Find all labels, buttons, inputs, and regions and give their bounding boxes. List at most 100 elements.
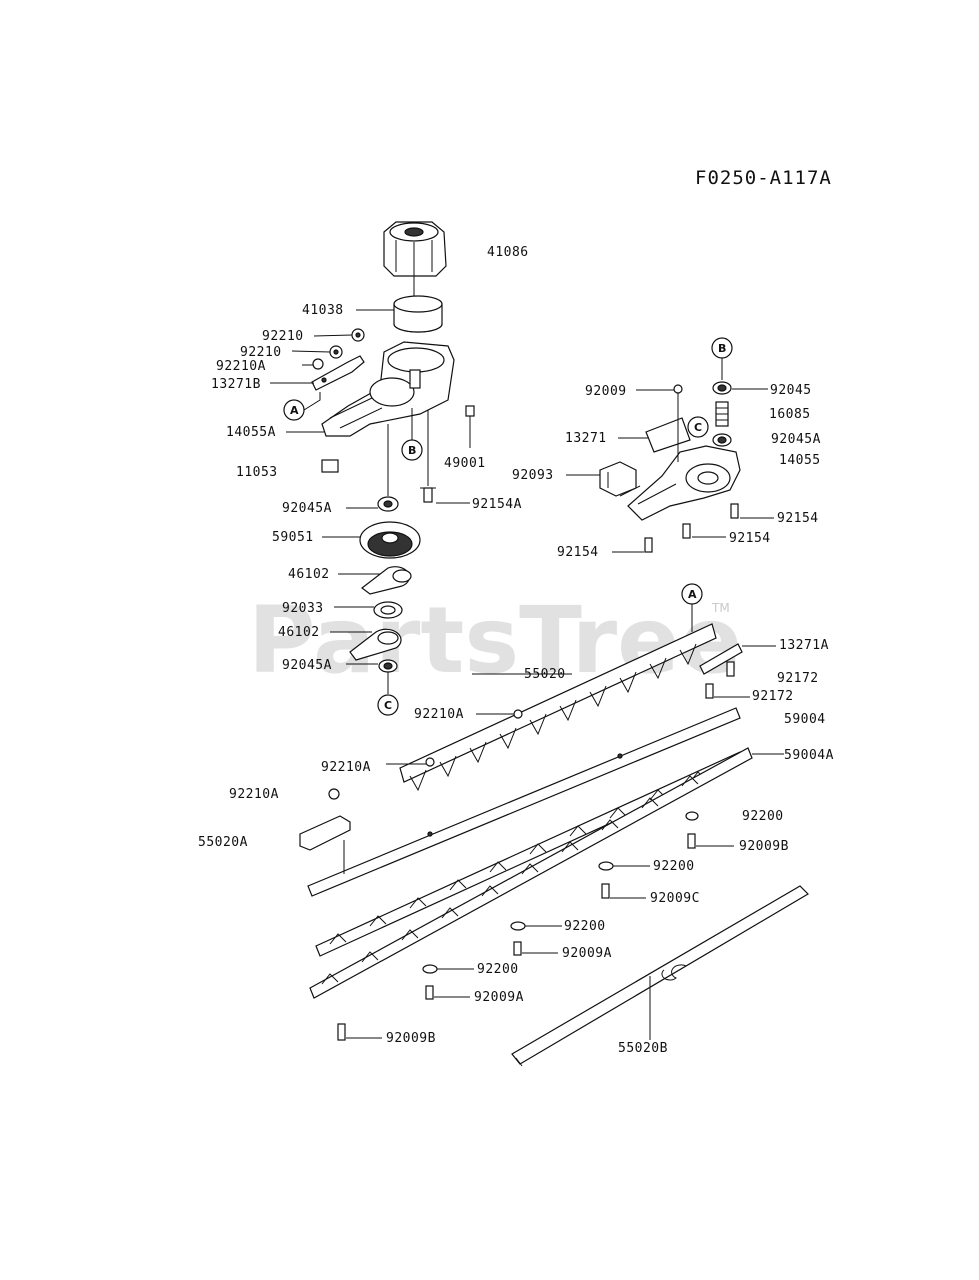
screw-92154-part[interactable]	[730, 503, 739, 519]
svg-text:C: C	[694, 421, 702, 434]
svg-text:A: A	[688, 588, 697, 601]
washer-92200-third-part[interactable]	[510, 921, 526, 931]
screw-92009a-second-part[interactable]	[425, 985, 434, 1000]
label-92045: 92045	[770, 383, 812, 398]
screw-92172-second-part[interactable]	[705, 683, 714, 699]
plate-13271-part[interactable]	[645, 417, 691, 453]
ref-marker-b-right: B	[711, 337, 733, 359]
svg-text:C: C	[384, 699, 392, 712]
nut-92210a-part[interactable]	[312, 358, 324, 370]
label-46102-second: 46102	[278, 625, 320, 640]
screw-92154-third-part[interactable]	[644, 537, 653, 553]
diagram-code: F0250-A117A	[695, 167, 832, 189]
watermark-trademark: TM	[711, 601, 730, 615]
label-55020: 55020	[524, 667, 566, 682]
screw-92009b-second-part[interactable]	[337, 1023, 346, 1041]
bearing-92045-part[interactable]	[712, 381, 732, 395]
label-55020b: 55020B	[618, 1041, 668, 1056]
nut-92210-second-part[interactable]	[329, 345, 343, 359]
label-92172-second: 92172	[752, 689, 794, 704]
svg-text:B: B	[718, 342, 726, 355]
pinion-16085-part[interactable]	[715, 401, 729, 427]
label-41038: 41038	[302, 303, 344, 318]
screw-92009-part[interactable]	[673, 384, 683, 394]
label-92033: 92033	[282, 601, 324, 616]
ref-marker-a-left: A	[283, 399, 305, 421]
screw-92009a-part[interactable]	[513, 941, 522, 956]
cover-55020b-part[interactable]	[511, 885, 809, 1067]
label-92210a-mid: 92210A	[321, 760, 371, 775]
rod-55020a-part[interactable]	[307, 707, 741, 897]
crank-46102-second-part[interactable]	[349, 628, 402, 661]
screw-92172-part[interactable]	[726, 661, 735, 677]
label-92200: 92200	[742, 809, 784, 824]
ref-marker-a-blade: A	[681, 583, 703, 605]
ref-marker-b-left: B	[401, 439, 423, 461]
part-11053[interactable]	[321, 459, 339, 473]
washer-92200-fourth-part[interactable]	[422, 964, 438, 974]
label-13271: 13271	[565, 431, 607, 446]
screw-92154-second-part[interactable]	[682, 523, 691, 539]
washer-92200-part[interactable]	[685, 811, 699, 821]
label-92009a: 92009A	[562, 946, 612, 961]
screw-92009c-part[interactable]	[601, 883, 610, 899]
label-92045a-right: 92045A	[771, 432, 821, 447]
nut-92210-part[interactable]	[351, 328, 365, 342]
nut-92210a-clamp-part[interactable]	[328, 788, 340, 800]
bearing-92045a-right-part[interactable]	[712, 433, 732, 447]
label-92172: 92172	[777, 671, 819, 686]
label-59004a: 59004A	[784, 748, 834, 763]
blade-59004a-part[interactable]	[309, 747, 753, 999]
screw-49001-part[interactable]	[465, 405, 475, 417]
label-59051: 59051	[272, 530, 314, 545]
nut-92210a-blade-part[interactable]	[513, 709, 523, 719]
label-92009b: 92009B	[739, 839, 789, 854]
gear-59051-part[interactable]	[359, 521, 421, 559]
label-49001: 49001	[444, 456, 486, 471]
watermark: PartsTree	[248, 587, 742, 694]
label-16085: 16085	[769, 407, 811, 422]
svg-text:A: A	[290, 404, 299, 417]
nut-92210a-mid-part[interactable]	[425, 757, 435, 767]
label-14055a: 14055A	[226, 425, 276, 440]
label-92045a-lower: 92045A	[282, 658, 332, 673]
label-46102: 46102	[288, 567, 330, 582]
label-92093: 92093	[512, 468, 554, 483]
bushing-ring-part[interactable]	[393, 295, 443, 333]
plate-13271a-part[interactable]	[699, 643, 743, 675]
bearing-92045a-part[interactable]	[377, 496, 399, 512]
crank-46102-part[interactable]	[361, 566, 412, 595]
blade-59004-part[interactable]	[315, 751, 745, 957]
label-11053: 11053	[236, 465, 278, 480]
label-92009c: 92009C	[650, 891, 700, 906]
washer-92200-second-part[interactable]	[598, 861, 614, 871]
plate-13271b-part[interactable]	[311, 355, 365, 391]
label-92210-second: 92210	[240, 345, 282, 360]
label-13271b: 13271B	[211, 377, 261, 392]
svg-text:B: B	[408, 444, 416, 457]
label-59004: 59004	[784, 712, 826, 727]
upper-blade-55020-part[interactable]	[399, 623, 717, 792]
gear-case-cover-part[interactable]	[627, 445, 741, 521]
label-14055: 14055	[779, 453, 821, 468]
ref-marker-c-left: C	[377, 694, 399, 716]
label-92154-third: 92154	[557, 545, 599, 560]
label-55020a: 55020A	[198, 835, 248, 850]
screw-92009b-part[interactable]	[687, 833, 696, 849]
label-92200-second: 92200	[653, 859, 695, 874]
screw-92154a-part[interactable]	[420, 487, 436, 503]
label-13271a: 13271A	[779, 638, 829, 653]
label-92210a-left: 92210A	[229, 787, 279, 802]
bearing-92045a-lower-part[interactable]	[378, 659, 398, 673]
clamp-55020a-part[interactable]	[299, 815, 351, 851]
label-92154a: 92154A	[472, 497, 522, 512]
label-41086: 41086	[487, 245, 529, 260]
label-92009: 92009	[585, 384, 627, 399]
label-92045a: 92045A	[282, 501, 332, 516]
label-92210a: 92210A	[216, 359, 266, 374]
washer-92033-part[interactable]	[373, 601, 403, 619]
label-92210: 92210	[262, 329, 304, 344]
clutch-drum-part[interactable]	[383, 221, 447, 277]
label-92200-third: 92200	[564, 919, 606, 934]
gear-case-housing-part[interactable]	[321, 341, 455, 437]
